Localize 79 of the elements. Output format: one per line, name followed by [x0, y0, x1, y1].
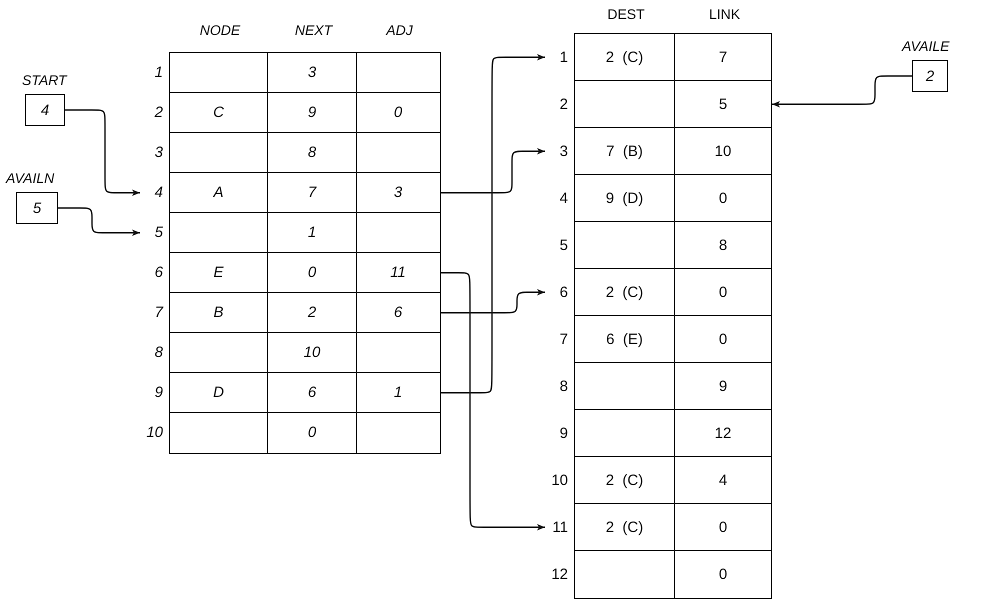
table-cell: 2 (C)	[574, 33, 676, 82]
table-cell: 7	[674, 33, 772, 82]
row-number: 5	[154, 223, 164, 244]
table-cell: 5	[674, 80, 772, 128]
column-header: NEXT	[294, 22, 334, 38]
table-cell: 11	[356, 252, 440, 294]
pointer-label: START	[22, 72, 67, 88]
arrow	[65, 109, 140, 196]
table-cell: 0	[674, 315, 772, 364]
table-cell: 0	[674, 503, 772, 552]
column-header: DEST	[606, 6, 646, 22]
arrow	[440, 148, 545, 194]
arrow	[440, 289, 545, 314]
table-cell: 8	[674, 221, 772, 270]
row-number: 11	[551, 518, 569, 538]
row-number: 9	[154, 383, 164, 404]
table-cell: 2 (C)	[574, 456, 676, 504]
table-cell: 9	[267, 92, 357, 134]
row-number: 1	[558, 48, 569, 68]
row-number: 7	[154, 303, 164, 324]
row-number: 6	[154, 263, 164, 284]
table-cell: C	[168, 92, 268, 134]
row-number: 1	[154, 63, 164, 84]
arrow	[58, 207, 140, 236]
table-cell: 6	[267, 372, 357, 414]
row-number: 7	[558, 330, 569, 350]
table-cell: 7 (B)	[574, 127, 676, 176]
row-number: 6	[558, 282, 569, 303]
table-cell: 0	[267, 412, 357, 454]
row-number: 9	[558, 424, 569, 444]
pointer-label: AVAILE	[902, 38, 950, 54]
table-cell: 7	[267, 172, 357, 214]
row-number: 10	[145, 423, 164, 444]
table-cell: 2 (C)	[574, 503, 676, 552]
table-cell: 0	[674, 550, 772, 598]
row-number: 2	[558, 94, 569, 115]
table-cell: 9	[674, 362, 772, 410]
row-number: 3	[154, 143, 164, 164]
table-cell: D	[168, 372, 268, 414]
pointer-box: 4	[25, 94, 65, 126]
row-number: 10	[550, 470, 569, 491]
row-number: 5	[558, 236, 569, 256]
table-cell: 6 (E)	[574, 315, 676, 364]
column-header: LINK	[708, 6, 742, 22]
table-cell: 2	[267, 292, 357, 334]
table-cell: 9 (D)	[574, 174, 676, 222]
arrow	[440, 54, 545, 394]
table-cell: 0	[356, 92, 440, 134]
column-header: NODE	[198, 22, 242, 38]
arrow	[440, 272, 545, 530]
table-cell: A	[168, 172, 268, 214]
table-cell: 10	[674, 127, 772, 176]
table-cell: 3	[267, 52, 357, 94]
table-cell: 10	[267, 332, 357, 374]
pointer-box: 5	[16, 192, 58, 224]
table-cell: 2 (C)	[574, 268, 676, 316]
row-number: 8	[558, 376, 569, 397]
table-cell: 6	[356, 292, 440, 334]
table-cell: 0	[267, 252, 357, 294]
table-cell: 3	[356, 172, 440, 214]
row-number: 4	[154, 183, 164, 204]
pointer-box: 2	[912, 60, 948, 92]
pointer-label: AVAILN	[6, 170, 54, 186]
table-cell: 4	[674, 456, 772, 504]
table-cell: E	[168, 252, 268, 294]
row-number: 2	[154, 103, 164, 124]
arrow	[772, 75, 912, 108]
table-cell: 0	[674, 174, 772, 222]
table-cell: 1	[267, 212, 357, 254]
column-header: ADJ	[384, 22, 414, 38]
table-cell: B	[168, 292, 268, 334]
row-number: 12	[550, 564, 569, 585]
row-number: 8	[154, 343, 164, 364]
table-cell: 12	[674, 409, 772, 458]
table-cell: 1	[356, 372, 440, 414]
row-number: 4	[558, 188, 569, 209]
row-number: 3	[558, 142, 569, 162]
table-cell: 8	[267, 132, 357, 174]
table-cell: 0	[674, 268, 772, 316]
